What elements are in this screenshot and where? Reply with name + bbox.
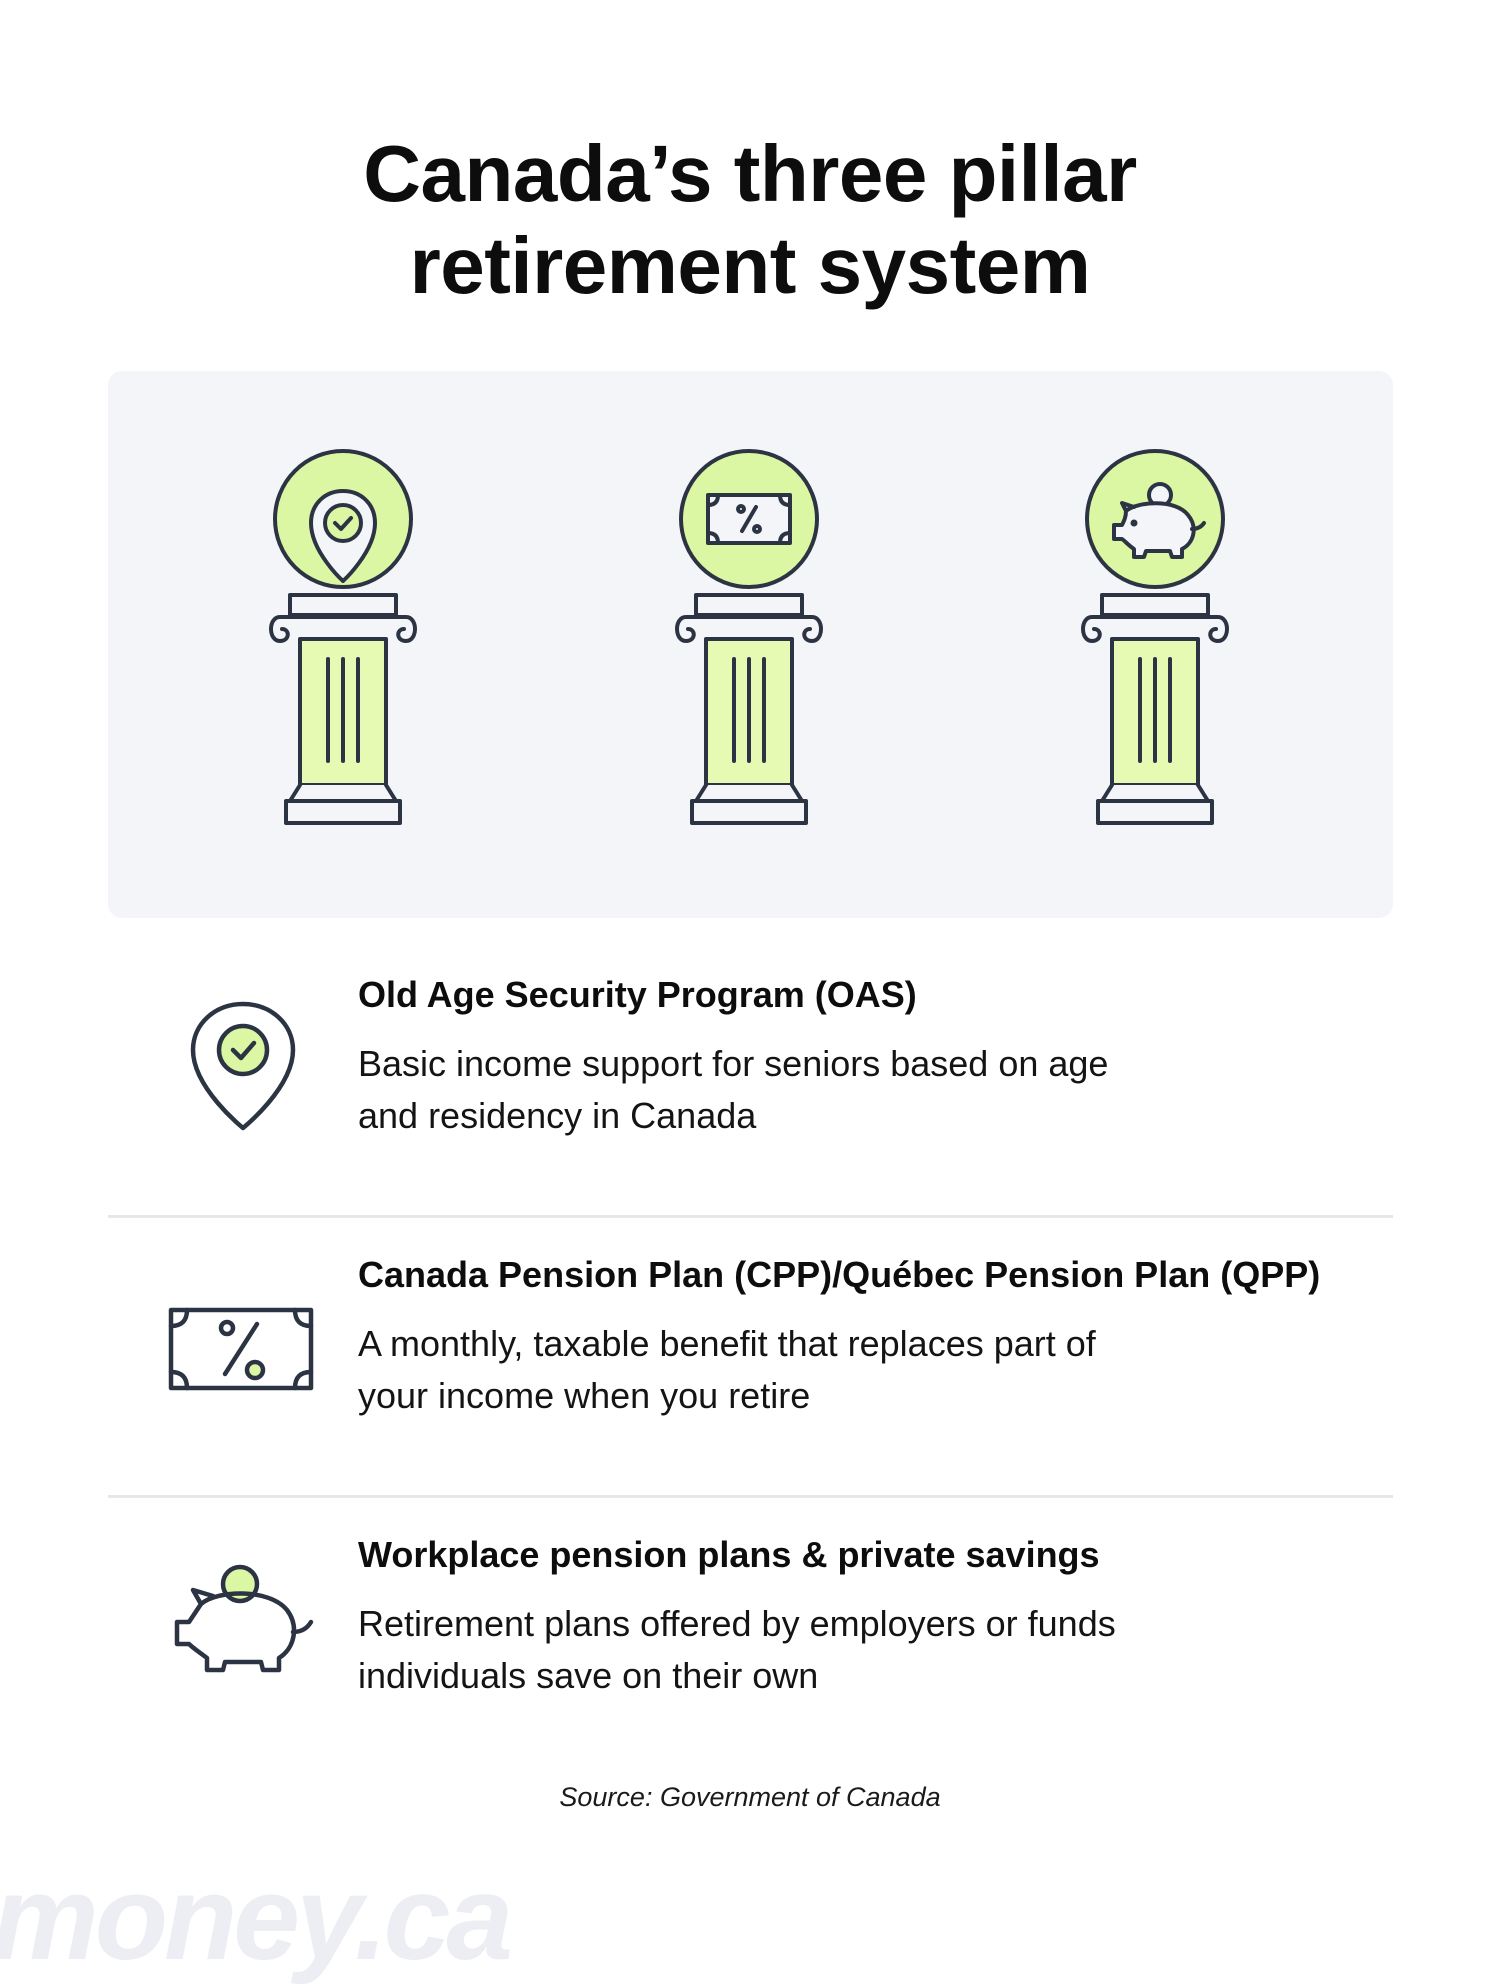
row-desc-oas-line-2: and residency in Canada [358, 1095, 757, 1136]
list-item-private: Workplace pension plans & private saving… [108, 1498, 1393, 1778]
row-desc-private: Retirement plans offered by employers or… [358, 1598, 1258, 1702]
row-desc-cpp-line-1: A monthly, taxable benefit that replaces… [358, 1323, 1096, 1364]
pillar-list: Old Age Security Program (OAS) Basic inc… [108, 938, 1393, 1778]
list-item-cpp: Canada Pension Plan (CPP)/Québec Pension… [108, 1218, 1393, 1498]
money-percent-icon [163, 1268, 323, 1428]
row-title-cpp: Canada Pension Plan (CPP)/Québec Pension… [358, 1254, 1321, 1295]
row-title-private: Workplace pension plans & private saving… [358, 1534, 1100, 1575]
pillar-cpp [674, 449, 824, 839]
title-line-2: retirement system [409, 221, 1091, 310]
title-line-1: Canada’s three pillar [363, 129, 1137, 218]
row-desc-cpp-line-2: your income when you retire [358, 1375, 811, 1416]
location-check-icon [309, 489, 377, 583]
row-title-oas: Old Age Security Program (OAS) [358, 974, 917, 1015]
row-desc-private-line-1: Retirement plans offered by employers or… [358, 1603, 1116, 1644]
row-desc-oas: Basic income support for seniors based o… [358, 1038, 1258, 1142]
piggy-bank-icon [1112, 482, 1206, 559]
source-note: Source: Government of Canada [559, 1782, 941, 1812]
pillar-private [1080, 449, 1230, 839]
piggy-bank-icon [163, 1548, 323, 1708]
money-percent-icon [706, 493, 792, 545]
row-desc-private-line-2: individuals save on their own [358, 1655, 819, 1696]
location-check-icon [163, 988, 323, 1148]
pillars-panel [108, 371, 1393, 918]
row-desc-oas-line-1: Basic income support for seniors based o… [358, 1043, 1109, 1084]
brand-logo: money.ca [0, 1851, 513, 1985]
pillar-oas [268, 449, 418, 839]
row-desc-cpp: A monthly, taxable benefit that replaces… [358, 1318, 1258, 1422]
list-item-oas: Old Age Security Program (OAS) Basic inc… [108, 938, 1393, 1218]
page-title: Canada’s three pillar retirement system [0, 128, 1500, 312]
